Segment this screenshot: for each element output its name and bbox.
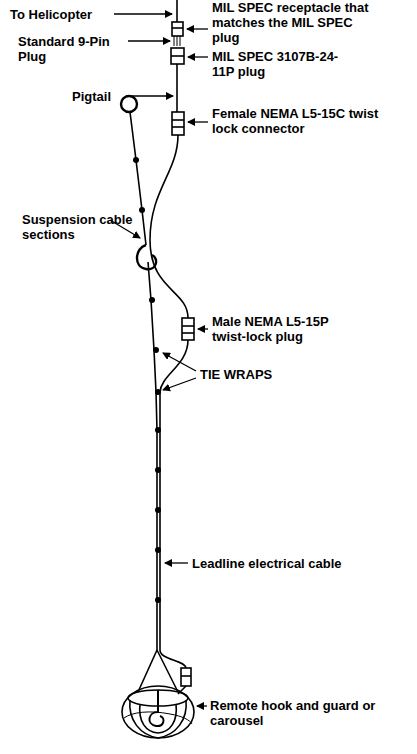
suspension-cable-label: Suspension cable sections xyxy=(22,212,134,242)
leadline-label: Leadline electrical cable xyxy=(192,556,342,571)
mil-plug-label: MIL SPEC 3107B-24-11P plug xyxy=(212,49,342,79)
female-connector-label: Female NEMA L5-15C twist lock connector xyxy=(212,106,387,136)
tie-wraps-label: TIE WRAPS xyxy=(200,367,310,382)
to-helicopter-label: To Helicopter xyxy=(10,7,112,22)
receptacle-label: MIL SPEC receptacle that matches the MIL… xyxy=(212,0,372,45)
carousel-label: Remote hook and guard or carousel xyxy=(210,698,380,728)
pin-plug-label: Standard 9-Pin Plug xyxy=(18,34,126,64)
pigtail-label: Pigtail xyxy=(72,89,124,104)
male-plug-label: Male NEMA L5-15P twist-lock plug xyxy=(212,314,362,344)
